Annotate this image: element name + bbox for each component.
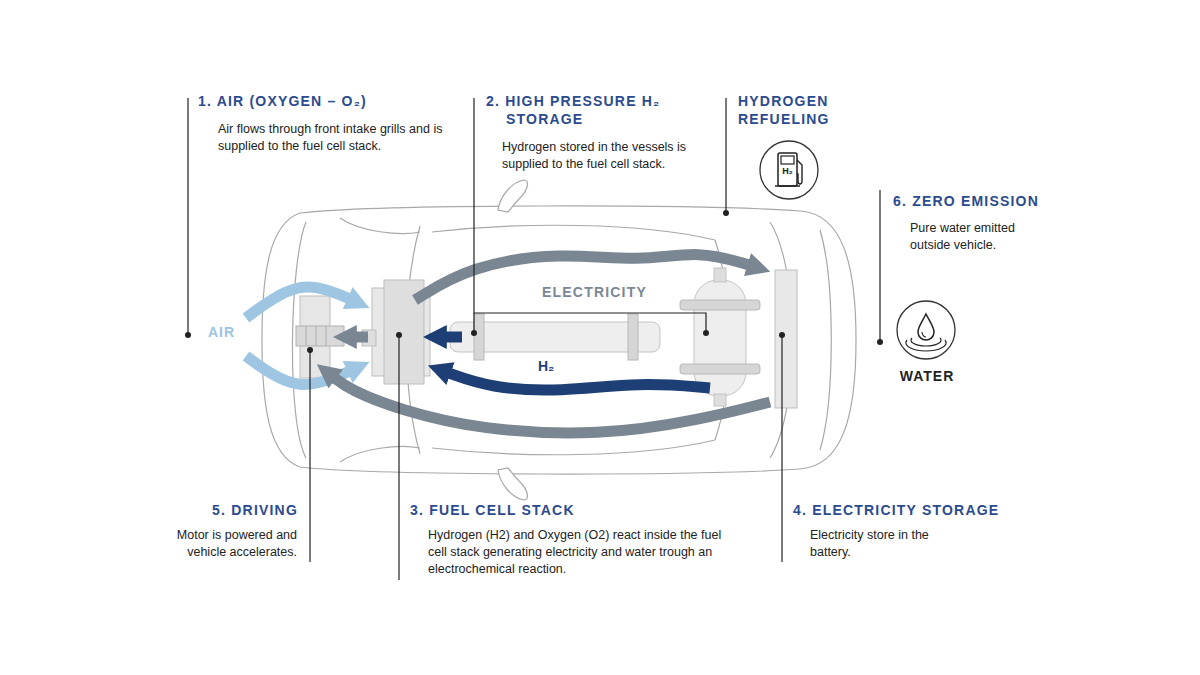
callout-heading: 4. ELECTRICITY STORAGE [793, 501, 999, 519]
callout-text: Pure water emitted outside vehicle. [910, 220, 1036, 254]
leader-dot [185, 210, 883, 353]
flow-label: H₂ [538, 358, 554, 374]
callout-heading: HYDROGEN REFUELING [738, 92, 856, 128]
air-flow-arrow [246, 287, 352, 318]
callout-heading: 6. ZERO EMISSION [893, 192, 1039, 210]
callout-heading: 2. HIGH PRESSURE H₂ STORAGE [486, 92, 661, 128]
callout-text: Motor is powered and vehicle accelerates… [161, 527, 297, 561]
callout-heading: 1. AIR (OXYGEN – O₂) [198, 92, 367, 110]
hydrogen-arrow [446, 372, 710, 390]
battery [775, 270, 797, 408]
flow-label: AIR [208, 324, 235, 340]
refueling-icon: H₂ [759, 140, 819, 200]
car-body [262, 206, 856, 474]
icon-caption: WATER [876, 368, 978, 384]
callout-heading: 5. DRIVING [212, 501, 298, 519]
callout-text: Hydrogen (H2) and Oxygen (O2) react insi… [428, 527, 730, 578]
hydrogen-arrow [442, 332, 462, 343]
callout-text: Electricity store in the battery. [810, 527, 930, 561]
callout-heading: 3. FUEL CELL STACK [410, 501, 575, 519]
electricity-arrow [352, 332, 368, 343]
hydrogen-tank [450, 314, 660, 360]
icon-text: H₂ [778, 166, 797, 177]
motor [296, 296, 344, 378]
electricity-arrow [415, 255, 752, 300]
leader-line [188, 98, 880, 580]
callout-text: Air flows through front intake grills an… [218, 121, 444, 155]
callout-text: Hydrogen stored in the vessels is suppli… [502, 139, 708, 173]
water-icon: WATER [896, 300, 958, 386]
flow-label: ELECTRICITY [542, 284, 647, 300]
